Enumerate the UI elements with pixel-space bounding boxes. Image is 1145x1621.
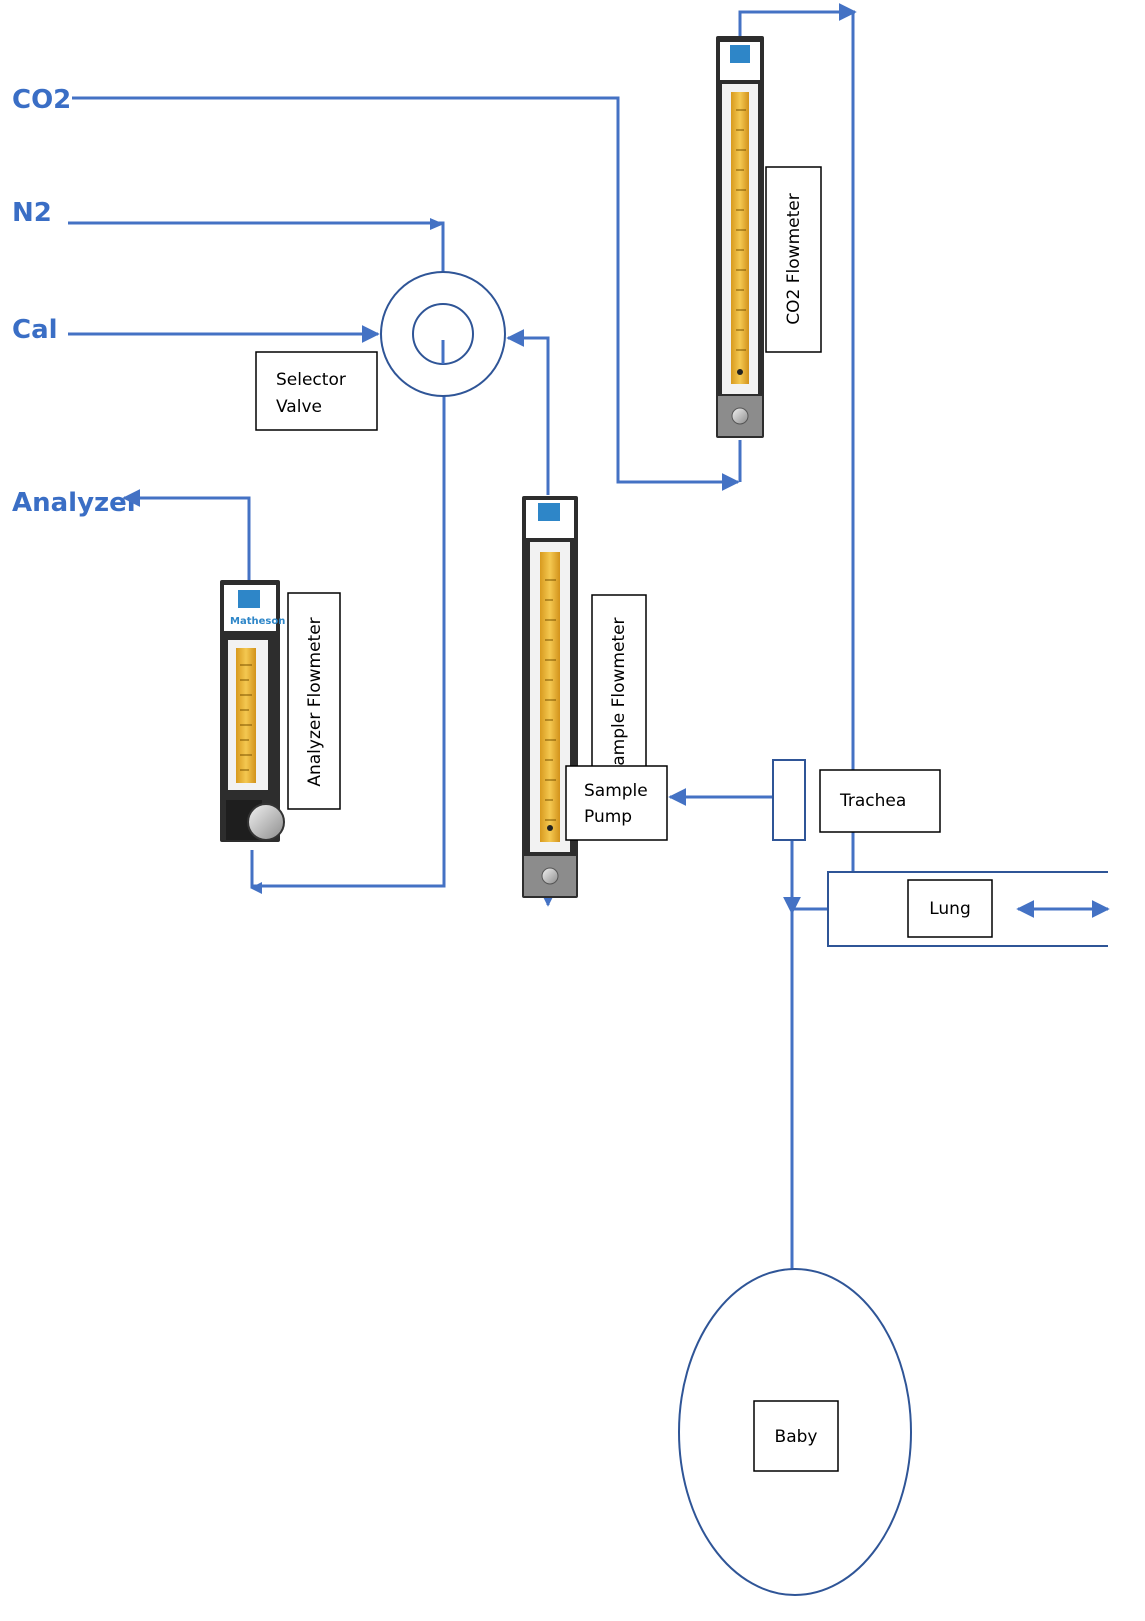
matheson-logo-icon	[730, 45, 750, 63]
selector-valve-box: Selector Valve	[255, 351, 378, 431]
selector-valve-label-line-2: Valve	[276, 397, 322, 417]
lung-to-trachea-line	[790, 907, 828, 912]
analyzer-flowmeter-label: Analyzer Flowmeter	[305, 617, 325, 786]
baby-box: Baby	[753, 1400, 839, 1472]
matheson-logo-icon	[538, 503, 560, 521]
arrowhead-icon	[250, 882, 262, 894]
lung-label: Lung	[929, 899, 971, 919]
sample-pump-box: Sample Pump	[565, 765, 668, 841]
selector-valve[interactable]	[380, 271, 506, 397]
analyzer-label: Analyzer	[12, 488, 140, 518]
knob-icon	[247, 803, 285, 841]
sample-pump-label-line-1: Sample	[584, 781, 648, 801]
trachea-label: Trachea	[839, 791, 906, 811]
analyzer-out-line	[122, 489, 251, 580]
sample-flowmeter-box: Sample Flowmeter	[591, 594, 647, 799]
sample-pump-label-line-2: Pump	[584, 807, 632, 827]
baby-label: Baby	[775, 1427, 818, 1447]
analyzer-flowmeter-box: Analyzer Flowmeter	[287, 592, 341, 810]
co2-flowmeter-label: CO2 Flowmeter	[784, 193, 804, 324]
lung-box: Lung	[907, 879, 993, 938]
sample-flowmeter-label: Sample Flowmeter	[609, 617, 629, 776]
sample-flowmeter-icon	[522, 496, 578, 898]
n2-label: N2	[12, 198, 52, 228]
analyzer-flowmeter-icon: Matheson	[220, 580, 285, 842]
co2-flowmeter-icon	[716, 36, 764, 438]
selector-to-analyzer-line	[250, 338, 446, 888]
lung-chamber	[827, 871, 1108, 947]
matheson-brand: Matheson	[230, 616, 285, 627]
cal-label: Cal	[12, 315, 58, 345]
co2-label: CO2	[12, 85, 71, 115]
selector-valve-label-line-1: Selector	[276, 370, 346, 390]
trachea-tube	[772, 759, 806, 841]
trachea-box: Trachea	[819, 769, 941, 833]
matheson-logo-icon	[238, 590, 260, 608]
co2-line	[72, 96, 740, 491]
co2-flowmeter-box: CO2 Flowmeter	[765, 166, 822, 353]
sample-to-selector-line	[506, 329, 550, 495]
n2-line	[68, 221, 445, 272]
arrowhead-icon	[430, 218, 444, 230]
co2-meter-top-line	[738, 3, 857, 40]
